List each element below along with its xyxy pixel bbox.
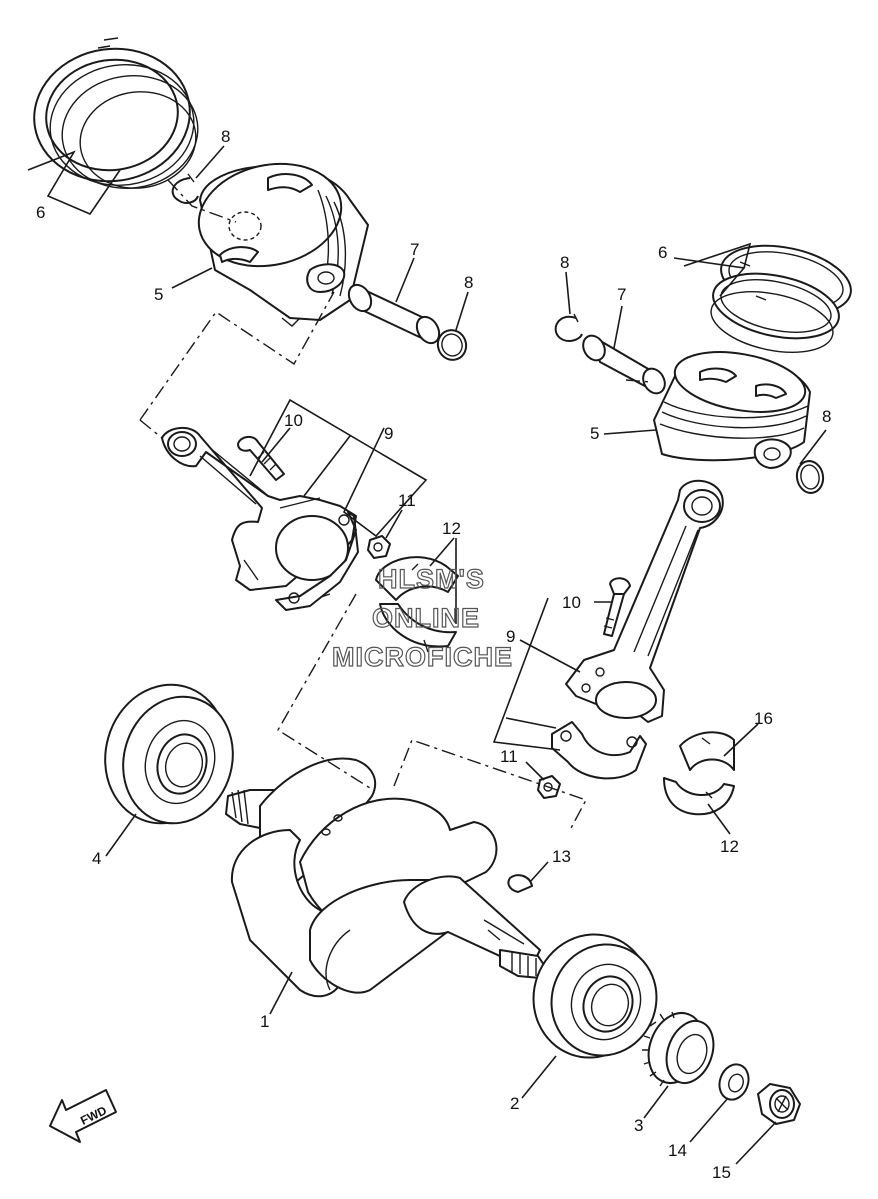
callout-13: 13: [552, 847, 571, 866]
watermark-line-3: MICROFICHE: [332, 642, 513, 672]
callout-8-right-upper: 8: [560, 253, 569, 272]
watermark: HLSM'S ONLINE MICROFICHE: [331, 563, 513, 672]
callout-10-right: 10: [562, 593, 581, 612]
rod-bolt-right: [603, 577, 631, 637]
callout-1: 1: [260, 1012, 269, 1031]
forward-direction-arrow: FWD: [49, 1089, 117, 1143]
assembly-guide-lines: [139, 179, 651, 831]
callout-8-right-lower: 8: [822, 407, 831, 426]
callout-7-right: 7: [617, 285, 626, 304]
circlip-left-lower: [436, 329, 468, 361]
piston-ring-set-left: [33, 37, 199, 189]
callout-8-left-lower: 8: [464, 273, 473, 292]
callout-6-left: 6: [36, 203, 45, 222]
watermark-line-2: ONLINE: [372, 603, 480, 633]
piston-pin-left: [347, 283, 441, 345]
callout-6-right: 6: [658, 243, 667, 262]
bearing-shell-lower-right: [663, 777, 735, 816]
rod-cap-right: [551, 721, 647, 780]
circlip-right-lower: [795, 460, 825, 494]
woodruff-key: [507, 874, 533, 893]
callout-7-left: 7: [410, 240, 419, 259]
callout-5-right: 5: [590, 424, 599, 443]
piston-right: [653, 351, 811, 469]
bearing-shell-upper-right: [679, 731, 735, 771]
piston-left: [197, 162, 369, 327]
rod-nut-left: [367, 535, 391, 559]
crank-bearing-left: [104, 683, 234, 825]
callout-12-left: 12: [442, 519, 461, 538]
piston-pin-right: [582, 334, 666, 395]
circlip-left-upper: [171, 173, 199, 204]
callout-5-left: 5: [154, 285, 163, 304]
callout-16: 16: [754, 709, 773, 728]
callout-11-right: 11: [500, 747, 518, 766]
crankshaft: [225, 757, 547, 998]
callout-9-left: 9: [384, 424, 393, 443]
connecting-rod-left: [161, 427, 359, 611]
connecting-rod-right: [565, 480, 724, 723]
piston-ring-set-right: [710, 244, 852, 353]
callout-labels: 1 2 3 4 5 5 6 6 7 7 8 8 8 8 9 9 10 10 11…: [36, 127, 831, 1182]
callout-9-right: 9: [506, 627, 515, 646]
callout-12-right: 12: [720, 837, 739, 856]
callout-15: 15: [712, 1163, 731, 1182]
callout-4: 4: [92, 849, 101, 868]
bearing-shell-left: [375, 556, 459, 653]
rod-bolt-left: [237, 436, 285, 481]
callout-2: 2: [510, 1094, 519, 1113]
flange-nut: [757, 1083, 801, 1125]
circlip-right-upper: [554, 313, 583, 342]
callout-11-left: 11: [398, 491, 416, 510]
callout-10-left: 10: [284, 411, 303, 430]
washer: [718, 1063, 750, 1101]
crank-bearing-right: [532, 933, 658, 1059]
watermark-line-1: HLSM'S: [378, 564, 485, 594]
callout-8-left-upper: 8: [221, 127, 230, 146]
callout-3: 3: [634, 1116, 643, 1135]
leader-lines: [27, 145, 827, 1165]
timing-gear: [642, 1011, 715, 1087]
callout-14: 14: [668, 1141, 687, 1160]
